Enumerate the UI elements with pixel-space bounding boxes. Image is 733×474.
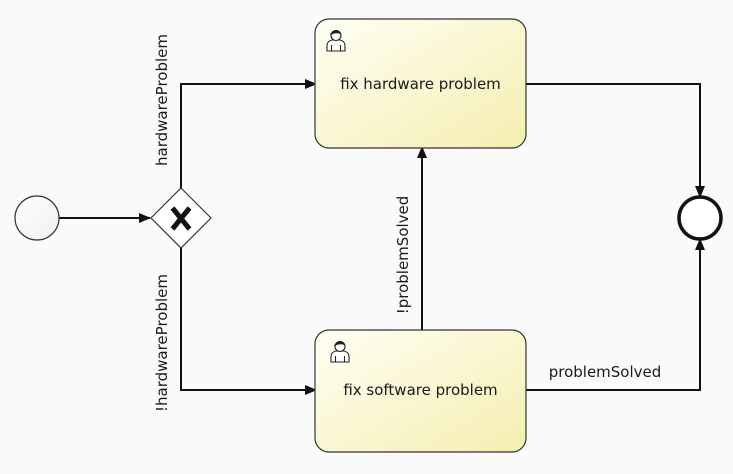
exclusive-gateway[interactable] (150, 187, 212, 249)
gateway-x-icon (170, 206, 192, 231)
task-label: fix hardware problem (340, 75, 501, 93)
flow-label-not-hardware-problem: !hardwareProblem (153, 274, 171, 412)
task-label: fix software problem (343, 381, 497, 399)
task-fix-software-problem[interactable]: fix software problem (314, 329, 527, 453)
user-task-icon (326, 29, 346, 52)
flow-gateway-to-software[interactable] (180, 248, 317, 395)
flow-gateway-to-hardware[interactable] (180, 79, 317, 188)
flow-software-to-end[interactable] (526, 238, 705, 391)
task-fix-hardware-problem[interactable]: fix hardware problem (314, 18, 527, 149)
flow-label-hardware-problem: hardwareProblem (153, 34, 171, 166)
user-task-icon (330, 340, 350, 363)
end-event[interactable] (677, 195, 723, 241)
flow-hardware-to-end[interactable] (526, 83, 705, 198)
start-event[interactable] (14, 195, 60, 241)
flow-label-not-problem-solved: !problemSolved (394, 196, 412, 315)
flow-label-problem-solved: problemSolved (549, 363, 662, 381)
